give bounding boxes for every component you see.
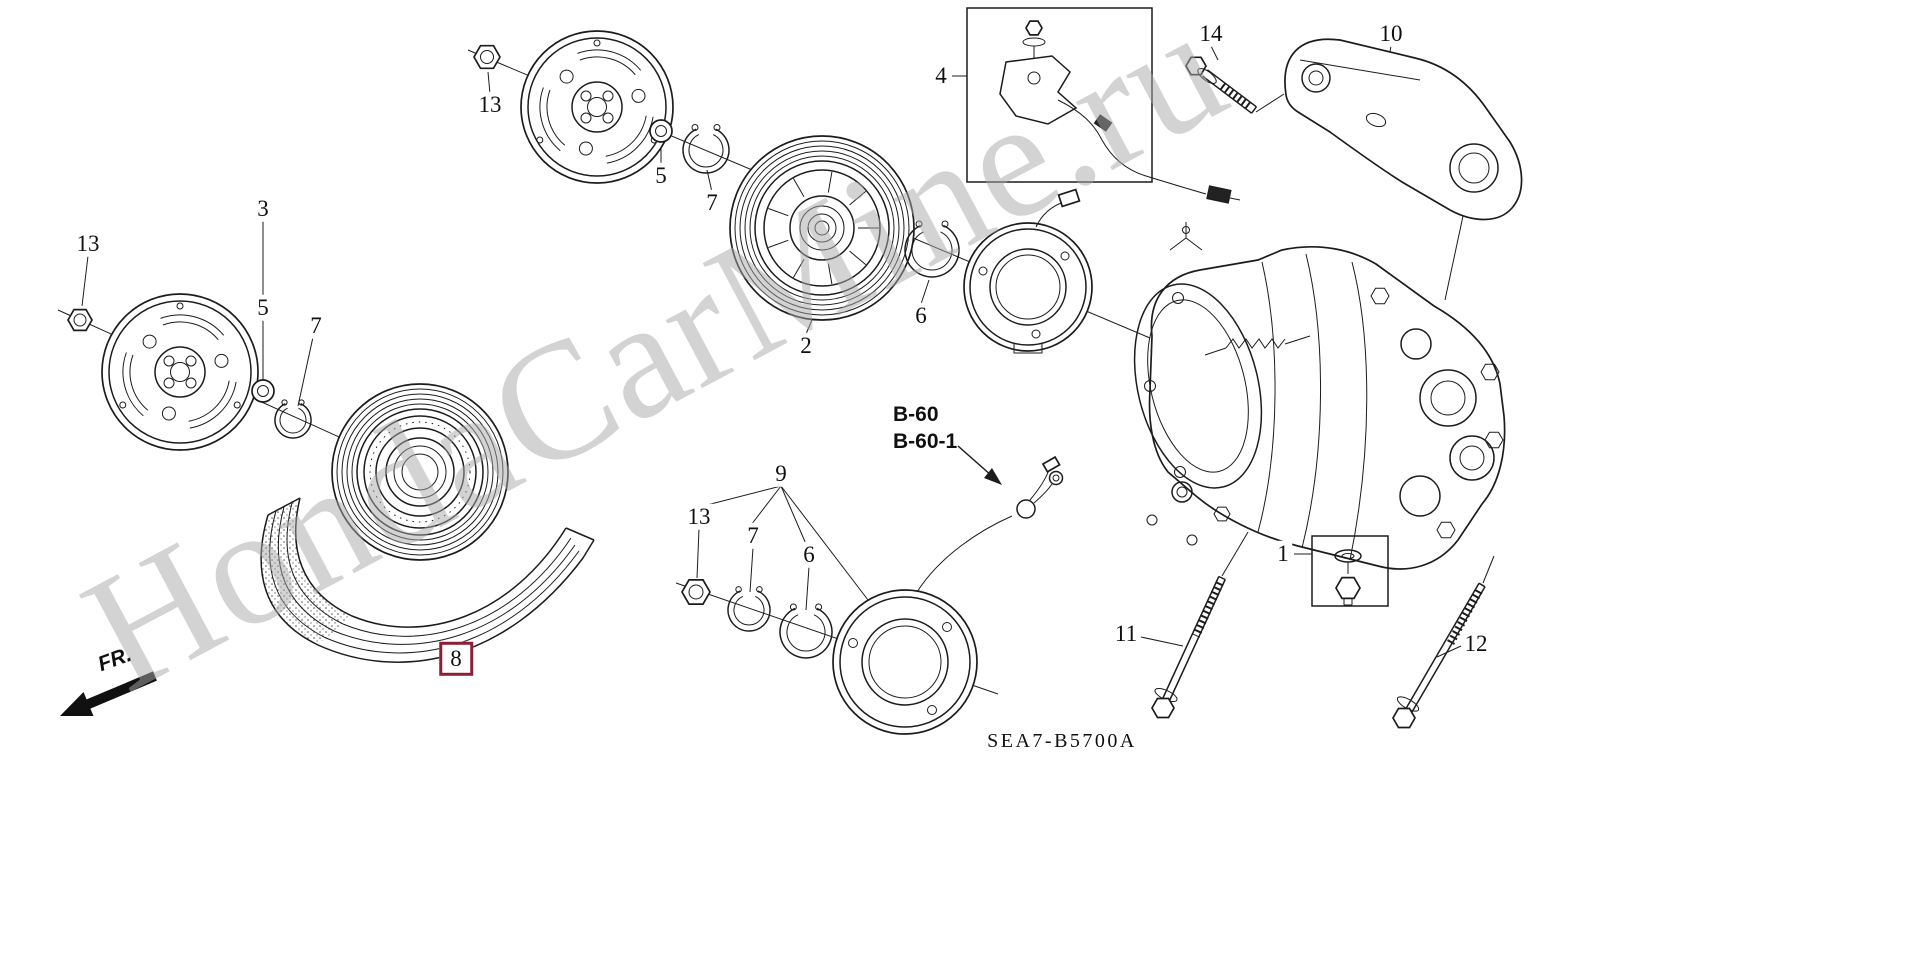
pulley-left — [331, 383, 509, 561]
part-label-9[interactable]: 9 — [772, 460, 790, 488]
compressor-body — [1133, 222, 1506, 570]
nut-13-top — [473, 44, 501, 70]
clutch-plate-top — [520, 30, 674, 184]
part-label-1[interactable]: 1 — [1274, 540, 1292, 568]
snap-ring-7-left — [274, 399, 312, 439]
drive-belt — [260, 497, 595, 663]
diagram-code: SEA7-B5700A — [987, 730, 1137, 752]
washer-5-top — [649, 119, 673, 143]
part-label-7-left[interactable]: 7 — [307, 312, 325, 340]
fr-arrow — [60, 671, 157, 716]
part-label-13-left[interactable]: 13 — [73, 230, 103, 258]
reference-label-b60[interactable]: B-60 — [893, 403, 939, 426]
bolt-11 — [1151, 575, 1226, 719]
part-label-10[interactable]: 10 — [1376, 20, 1406, 48]
part-label-11[interactable]: 11 — [1111, 620, 1141, 648]
part-label-12[interactable]: 12 — [1461, 630, 1491, 658]
part-label-4[interactable]: 4 — [932, 62, 950, 90]
nut-13-bottom — [681, 579, 711, 605]
field-coil-top — [963, 188, 1093, 354]
snap-ring-7-bottom — [727, 586, 771, 632]
part-label-2[interactable]: 2 — [797, 332, 815, 360]
part-label-5-top[interactable]: 5 — [652, 162, 670, 190]
snap-ring-6-top — [904, 220, 960, 278]
reference-label-b60-1[interactable]: B-60-1 — [893, 430, 958, 453]
bolt-washer-box-1 — [1311, 535, 1389, 607]
clutch-plate-left — [101, 293, 259, 451]
harness-box-4 — [966, 7, 1241, 204]
part-label-7-top[interactable]: 7 — [703, 189, 721, 217]
snap-ring-6-bottom — [779, 603, 833, 659]
part-label-14[interactable]: 14 — [1196, 20, 1226, 48]
part-label-13-bottom[interactable]: 13 — [684, 503, 714, 531]
bolt-12 — [1392, 582, 1486, 729]
part-label-3[interactable]: 3 — [254, 195, 272, 223]
snap-ring-7-top — [682, 124, 730, 174]
part-label-6-bottom[interactable]: 6 — [800, 541, 818, 569]
part-label-8-highlighted[interactable]: 8 — [439, 641, 473, 677]
part-label-6-top[interactable]: 6 — [912, 302, 930, 330]
b60-reference-arrow — [957, 445, 1002, 485]
part-label-13-top[interactable]: 13 — [475, 91, 505, 119]
part-label-5-left[interactable]: 5 — [254, 294, 272, 322]
pulley-2 — [729, 135, 915, 321]
bracket-10 — [1284, 38, 1523, 221]
part-label-7-bottom[interactable]: 7 — [744, 522, 762, 550]
washer-5-left — [251, 379, 275, 403]
bolt-14 — [1185, 56, 1258, 114]
nut-13-left — [67, 308, 93, 332]
field-coil-9 — [832, 455, 1064, 735]
